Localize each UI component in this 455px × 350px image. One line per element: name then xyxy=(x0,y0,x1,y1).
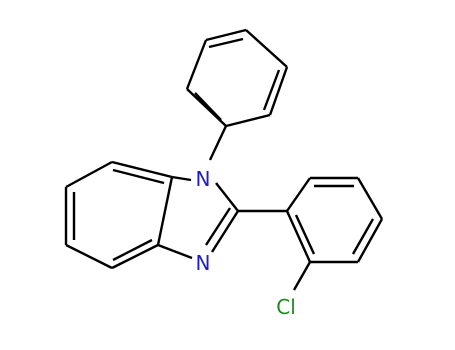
benzo-ring xyxy=(64,160,174,270)
bond xyxy=(356,177,384,220)
bond-n3-c3a xyxy=(157,243,193,260)
bond-n1-c7a xyxy=(171,175,192,182)
bond-c2-n3-double xyxy=(204,207,232,246)
atom-label-cl: Cl xyxy=(276,295,296,319)
atom-label-n1: N xyxy=(196,167,211,191)
bond-double-inner xyxy=(194,92,222,121)
atom-label-n3: N xyxy=(196,251,211,275)
bond-n1-c2 xyxy=(215,182,239,212)
bond xyxy=(356,218,384,263)
bond-double-inner xyxy=(112,238,153,262)
bond-double-inner xyxy=(112,168,165,185)
bond xyxy=(225,113,271,128)
bond-c2-n3 xyxy=(210,210,240,253)
bond xyxy=(156,176,174,246)
bond-c-cl xyxy=(292,261,312,291)
bond xyxy=(65,243,113,270)
bond xyxy=(205,28,247,42)
bond xyxy=(245,29,288,68)
bond-double-inner xyxy=(351,218,375,255)
bond-double-inner xyxy=(262,69,281,111)
bond xyxy=(286,177,311,212)
bond xyxy=(285,210,312,263)
bond xyxy=(65,160,113,189)
bond xyxy=(111,243,159,270)
chlorophenyl-ring xyxy=(285,176,384,264)
bond xyxy=(185,39,208,90)
imidazole-ring xyxy=(157,175,240,260)
bond xyxy=(268,66,289,116)
bond-double-inner xyxy=(294,214,316,255)
bond-double-inner xyxy=(208,37,244,49)
bond-phenyl-n1 xyxy=(208,125,228,161)
n-phenyl-ring xyxy=(185,28,289,128)
bond xyxy=(111,160,173,179)
